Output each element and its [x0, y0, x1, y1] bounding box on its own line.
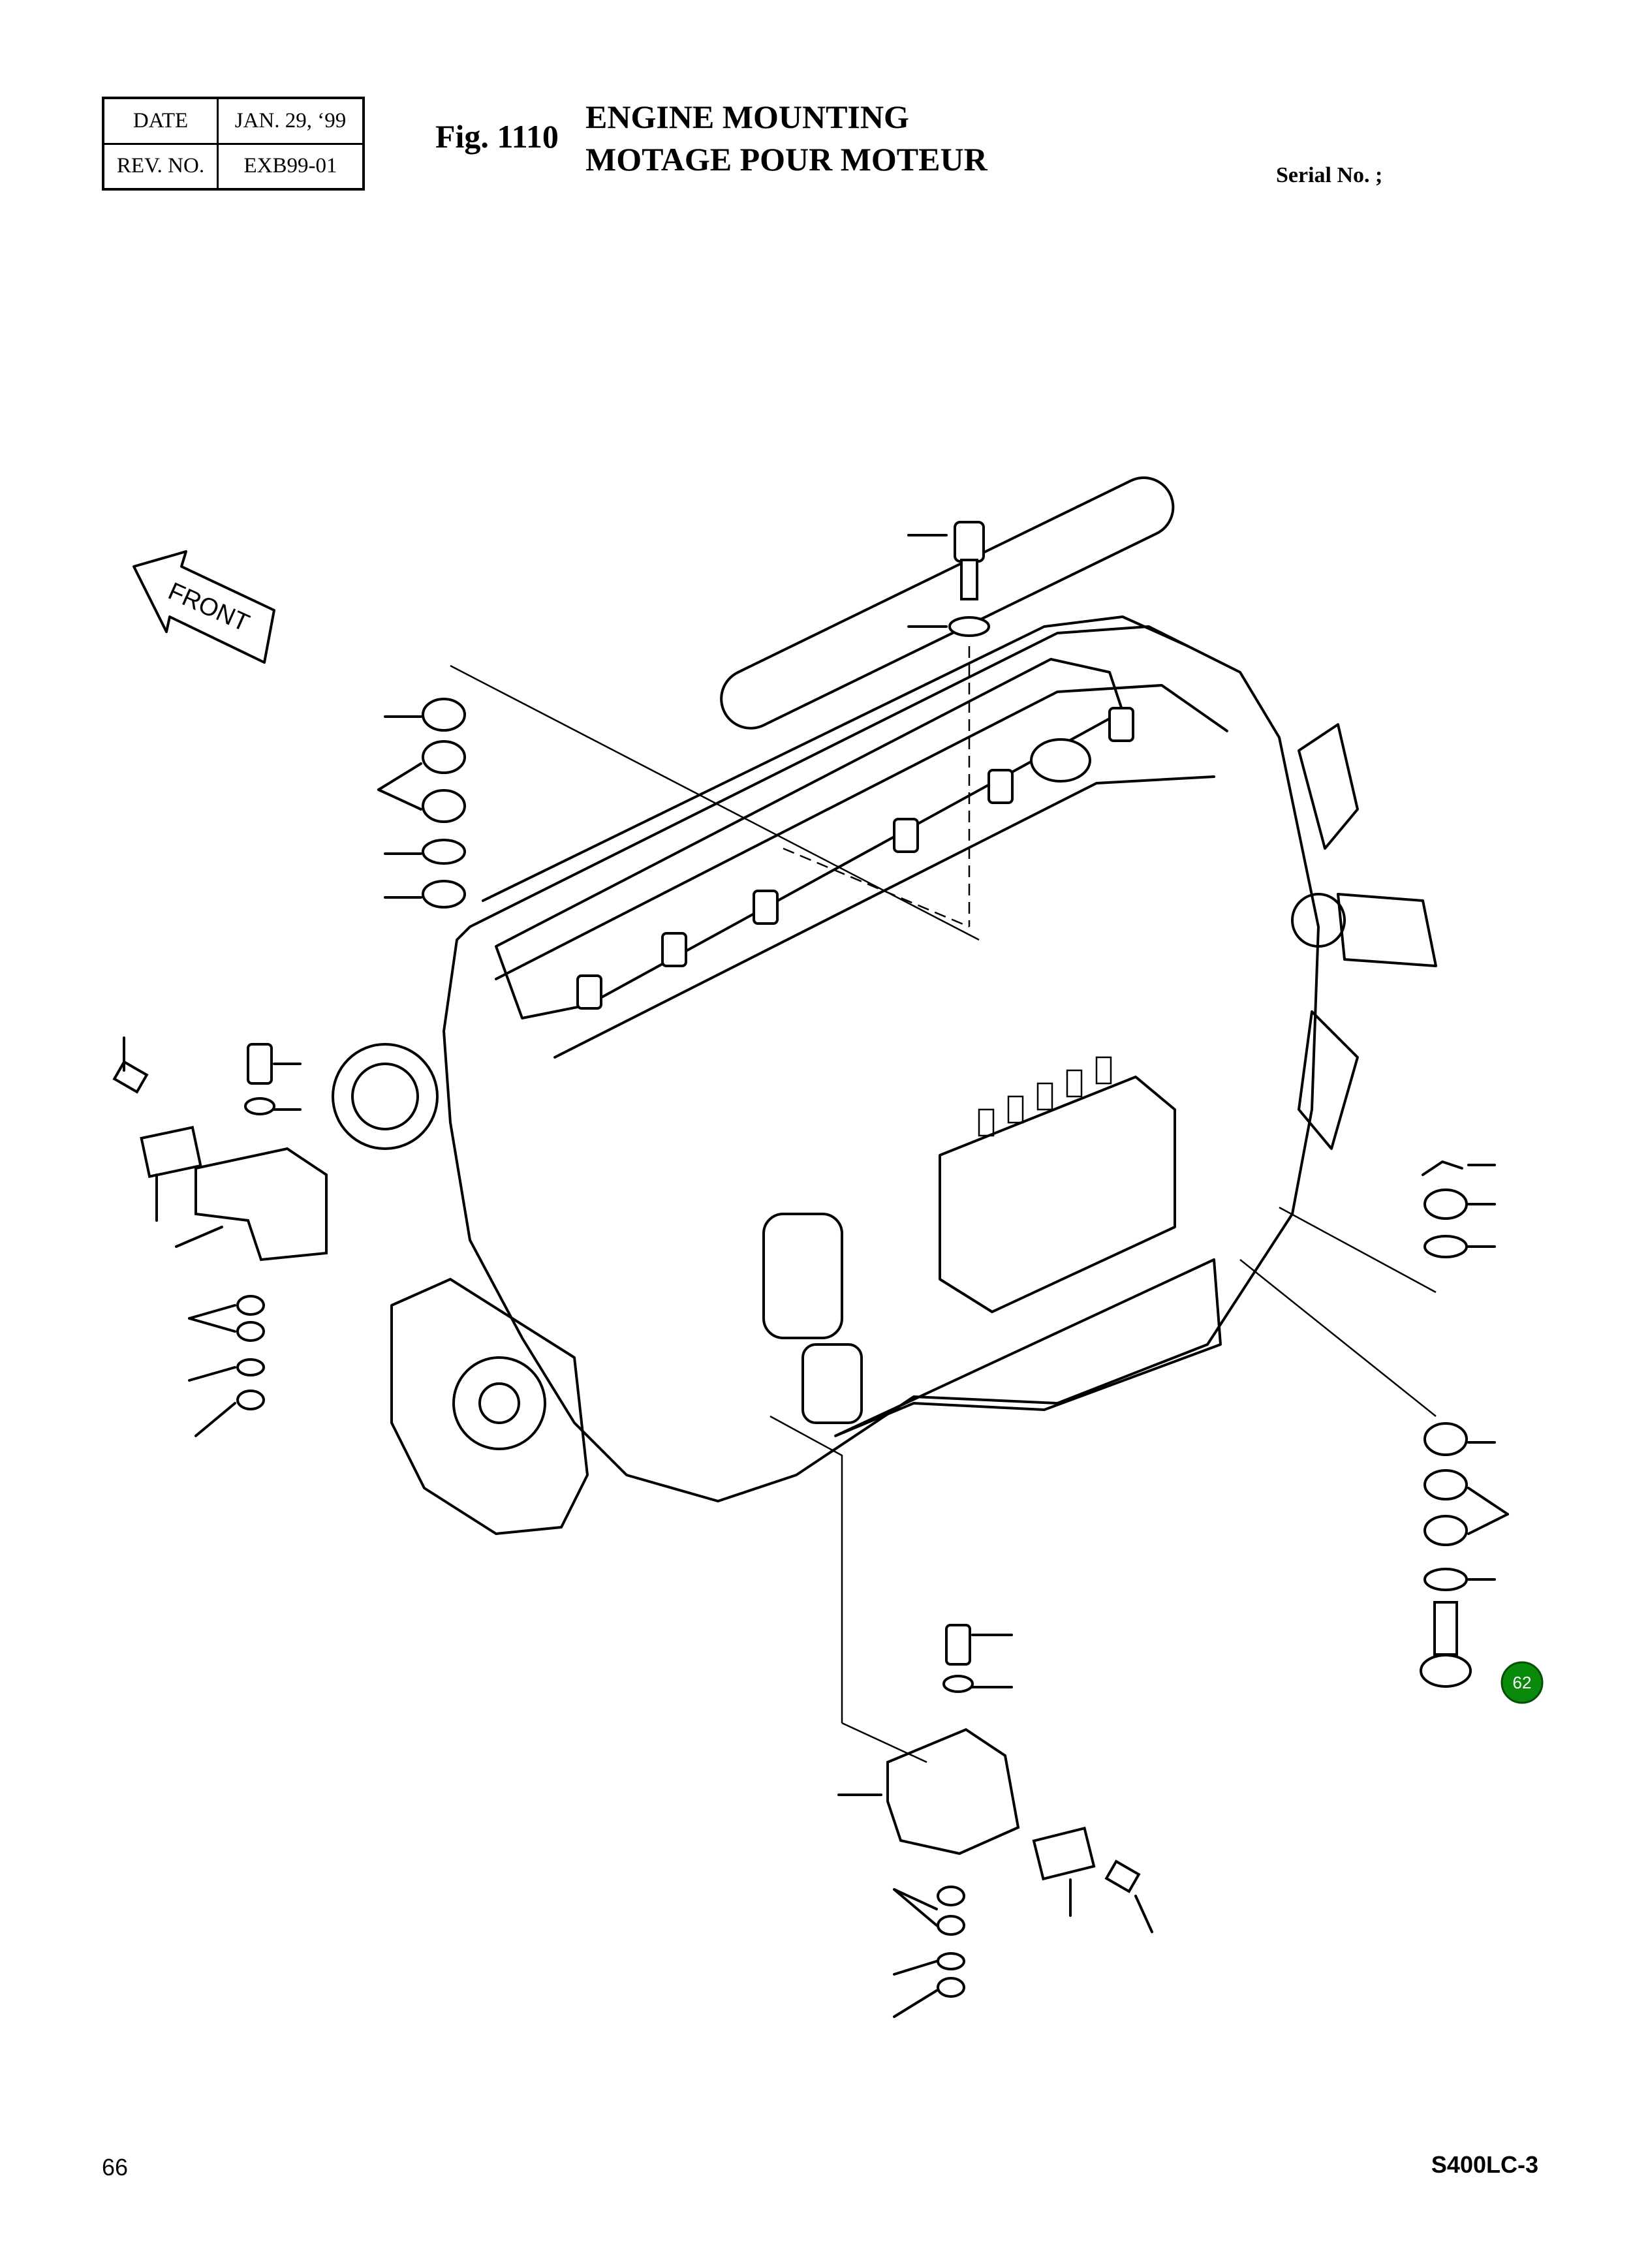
front-arrow: FRONT: [132, 550, 275, 664]
title-english: ENGINE MOUNTING: [585, 99, 909, 135]
left-mount-bracket: [112, 1036, 328, 1437]
revision-table: DATE JAN. 29, ‘99 REV. NO. EXB99-01: [102, 97, 365, 191]
page-number: 66: [102, 2154, 129, 2181]
fan-icon: [1291, 723, 1437, 1150]
title-french: MOTAGE POUR MOTEUR: [585, 141, 988, 178]
model-number: S400LC-3: [1431, 2151, 1538, 2178]
upper-left-mount-stack: [377, 664, 980, 941]
rev-value: EXB99-01: [217, 142, 365, 191]
figure-number: Fig. 1110: [435, 118, 559, 155]
serial-number-label: Serial No. ;: [1276, 163, 1383, 187]
front-label: FRONT: [164, 578, 253, 638]
bottom-mount-bracket: [770, 1415, 1153, 2018]
right-mount-stack: [1239, 1160, 1509, 1688]
callout-badge[interactable]: 62: [1501, 1661, 1544, 1704]
rev-label: REV. NO.: [102, 142, 219, 191]
date-value: JAN. 29, ‘99: [217, 97, 365, 145]
top-bolt-stack: [907, 521, 990, 637]
date-label: DATE: [102, 97, 219, 145]
callout-badge-number: 62: [1513, 1673, 1532, 1692]
engine-block: [332, 476, 1437, 1535]
